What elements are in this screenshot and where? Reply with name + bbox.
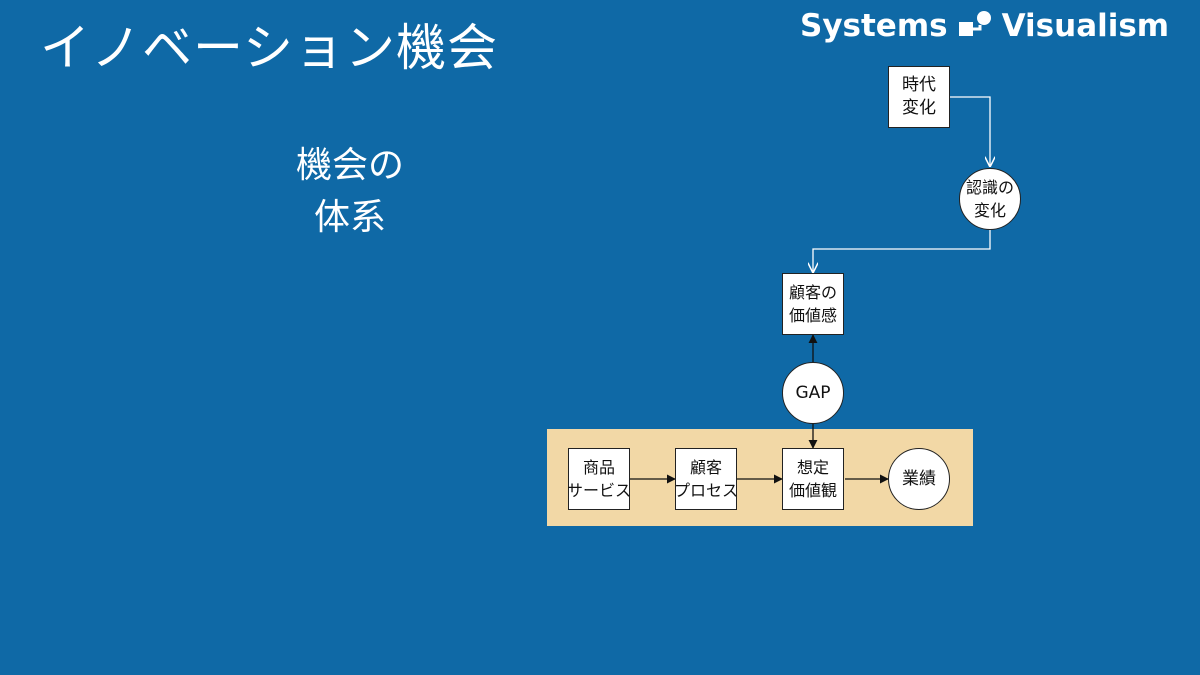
subtitle-line-2: 体系 [313,197,386,238]
node-assumed-values-line-2: 価値観 [788,481,837,500]
node-perception-change-line-2: 変化 [973,201,1006,220]
node-assumed-values-line-1: 想定 [796,458,829,477]
subtitle: 機会の 体系 [270,140,430,244]
node-gap: GAP [782,362,844,424]
subtitle-line-1: 機会の [295,145,404,186]
connector-perception-to-customer-values [813,227,991,272]
logo-mark-icon [958,11,991,36]
node-customer-process-line-1: 顧客 [689,458,722,477]
logo-word-systems: Systems [800,8,948,44]
node-perception-change-line-1: 認識の [965,178,1014,197]
logo-word-visualism: Visualism [1001,8,1170,44]
node-product-service: 商品 サービス [567,448,632,510]
node-customer-process: 顧客 プロセス [674,448,739,510]
node-perception-change: 認識の 変化 [959,168,1021,230]
node-gap-label: GAP [795,382,831,403]
node-time-change-line-1: 時代 [902,75,936,95]
node-customer-values-line-1: 顧客の [788,283,837,302]
node-customer-process-line-2: プロセス [674,481,739,500]
node-customer-values: 顧客の 価値感 [782,273,844,335]
node-customer-values-line-2: 価値感 [788,306,837,325]
node-product-service-line-2: サービス [567,481,632,500]
node-time-change-line-2: 変化 [902,98,936,118]
connector-time-to-perception [950,96,990,166]
node-performance-label: 業績 [902,468,936,489]
node-performance: 業績 [888,448,950,510]
slide-title: イノベーション機会 [40,19,498,77]
node-assumed-values: 想定 価値観 [782,448,844,510]
node-product-service-line-1: 商品 [582,458,615,477]
node-time-change: 時代 変化 [888,66,950,128]
logo: Systems Visualism [800,6,1169,46]
